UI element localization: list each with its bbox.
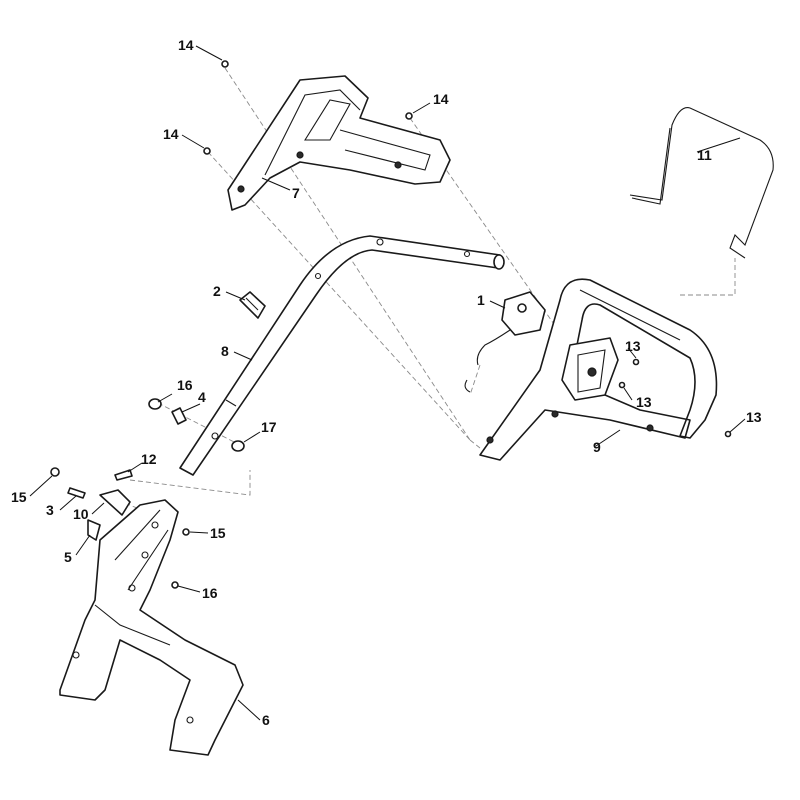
- callout-13: 13: [625, 338, 641, 354]
- callout-5: 5: [64, 549, 72, 565]
- switch-box: [464, 291, 546, 393]
- hardware-parts: [50, 60, 732, 589]
- callout-13: 13: [636, 394, 652, 410]
- callout-17: 15: [11, 489, 27, 505]
- callout-9: 9: [593, 439, 601, 455]
- callout-16: 16: [177, 377, 193, 393]
- callout-1: 1: [477, 292, 485, 308]
- callout-7: 7: [292, 185, 300, 201]
- callout-13: 13: [746, 409, 762, 425]
- callout-12: 12: [141, 451, 157, 467]
- callout-2: 2: [213, 283, 221, 299]
- callout-8: 8: [221, 343, 229, 359]
- callout-14: 14: [433, 91, 449, 107]
- callout-15: 16: [202, 585, 218, 601]
- small-grip-part: [239, 291, 266, 319]
- callout-4: 4: [198, 389, 206, 405]
- lower-handle-bracket: [59, 499, 244, 756]
- callout-leaders: [29, 45, 746, 721]
- wire-bail: [629, 107, 774, 259]
- callout-11: 11: [697, 147, 712, 163]
- upper-handle: [479, 278, 718, 461]
- callout-15: 15: [210, 525, 226, 541]
- callout-16: 17: [261, 419, 277, 435]
- handle-tube: [179, 235, 505, 476]
- callout-3: 3: [46, 502, 54, 518]
- callout-6: 6: [262, 712, 270, 728]
- upper-cover-panel: [227, 75, 451, 211]
- callout-14: 14: [163, 126, 179, 142]
- callout-10: 10: [73, 506, 89, 522]
- callout-14: 14: [178, 37, 194, 53]
